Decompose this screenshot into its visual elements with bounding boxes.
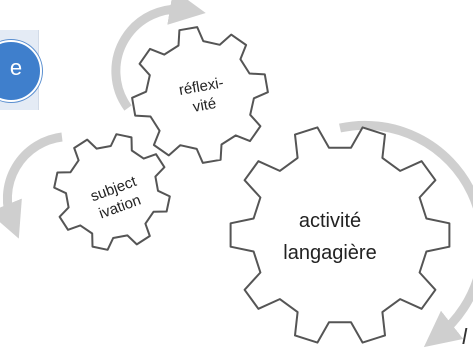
cycle-arrow-top (111, 0, 206, 111)
gear-reflexivite (131, 26, 269, 164)
cycle-arrow-right (339, 120, 473, 348)
gear-subjectivation (53, 133, 171, 251)
gear-activite-langagiere (229, 126, 451, 344)
gear-label-activite: activité langagière (270, 205, 390, 269)
gear-label-line: activité (298, 210, 362, 232)
cycle-arrow-left (0, 132, 63, 239)
corner-text: l (462, 324, 467, 349)
gear-label-line: langagière (283, 242, 377, 264)
badge-text: e (9, 55, 23, 80)
